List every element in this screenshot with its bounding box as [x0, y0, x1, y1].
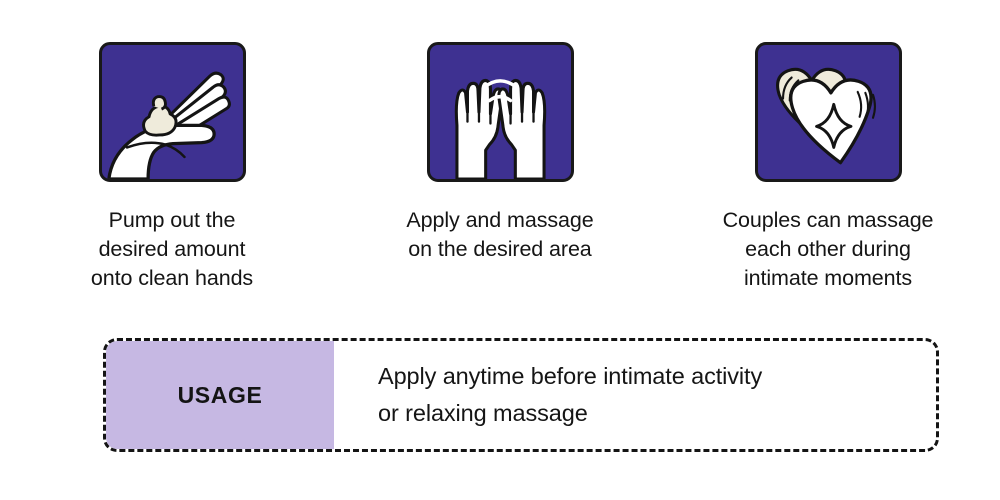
step-1: Pump out the desired amount onto clean h… — [22, 0, 322, 293]
sparkle-icon — [814, 102, 852, 149]
step-3-caption: Couples can massage each other during in… — [722, 208, 934, 290]
step-2-icon-tile — [426, 42, 574, 182]
step-3: Couples can massage each other during in… — [678, 0, 978, 293]
steps-row: Pump out the desired amount onto clean h… — [22, 0, 978, 293]
step-3-icon-tile — [754, 42, 902, 182]
two-hands-massage-icon — [454, 78, 546, 179]
usage-callout: USAGE Apply anytime before intimate acti… — [103, 338, 939, 452]
hand-with-lotion-icon — [106, 71, 231, 179]
motion-arc — [482, 79, 518, 103]
usage-badge-label: USAGE — [106, 341, 334, 449]
usage-description: Apply anytime before intimate activity o… — [378, 363, 763, 426]
step-2: Apply and massage on the desired area — [350, 0, 650, 264]
step-1-caption: Pump out the desired amount onto clean h… — [90, 208, 254, 290]
step-1-icon-tile — [98, 42, 246, 182]
two-hearts-sparkle-icon — [775, 67, 876, 165]
motion-lines-right — [856, 90, 876, 119]
step-2-caption: Apply and massage on the desired area — [406, 208, 594, 261]
